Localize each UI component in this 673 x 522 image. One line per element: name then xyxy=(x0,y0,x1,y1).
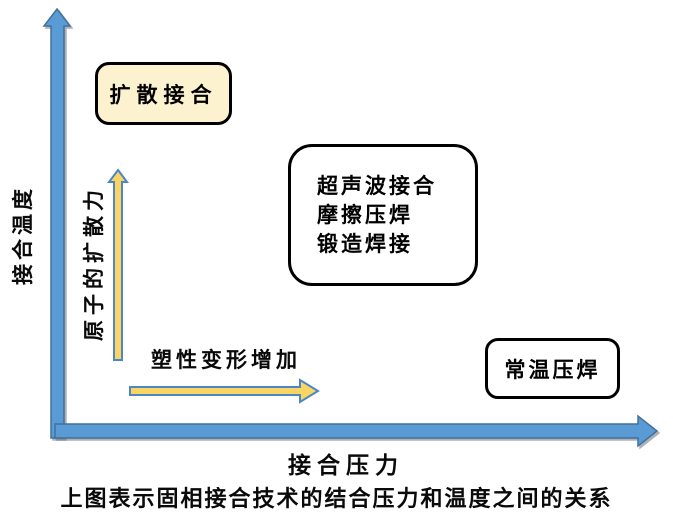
cold-pressure-welding-box: 常温压焊 xyxy=(485,338,620,399)
atomic-diffusion-arrow-icon xyxy=(107,168,129,361)
plastic-deformation-arrow-icon xyxy=(129,378,320,404)
x-axis-arrow-icon xyxy=(54,414,659,448)
atomic-diffusion-label: 原子的扩散力 xyxy=(83,185,106,341)
x-axis-label: 接合压力 xyxy=(288,452,404,478)
technique-friction-label: 摩擦压焊 xyxy=(317,203,413,227)
plastic-deformation-label: 塑性变形增加 xyxy=(151,349,301,372)
techniques-box: 超声波接合 摩擦压焊 锻造焊接 xyxy=(288,144,478,286)
cold-pressure-welding-label: 常温压焊 xyxy=(504,358,601,382)
technique-forge-label: 锻造焊接 xyxy=(317,232,413,256)
diffusion-bonding-box: 扩散接合 xyxy=(95,62,232,125)
technique-ultrasonic-label: 超声波接合 xyxy=(317,174,437,198)
y-axis-label: 接合温度 xyxy=(12,185,35,285)
diffusion-bonding-label: 扩散接合 xyxy=(109,83,218,107)
caption: 上图表示固相接合技术的结合压力和温度之间的关系 xyxy=(60,486,613,511)
y-axis-arrow-icon xyxy=(42,7,72,439)
